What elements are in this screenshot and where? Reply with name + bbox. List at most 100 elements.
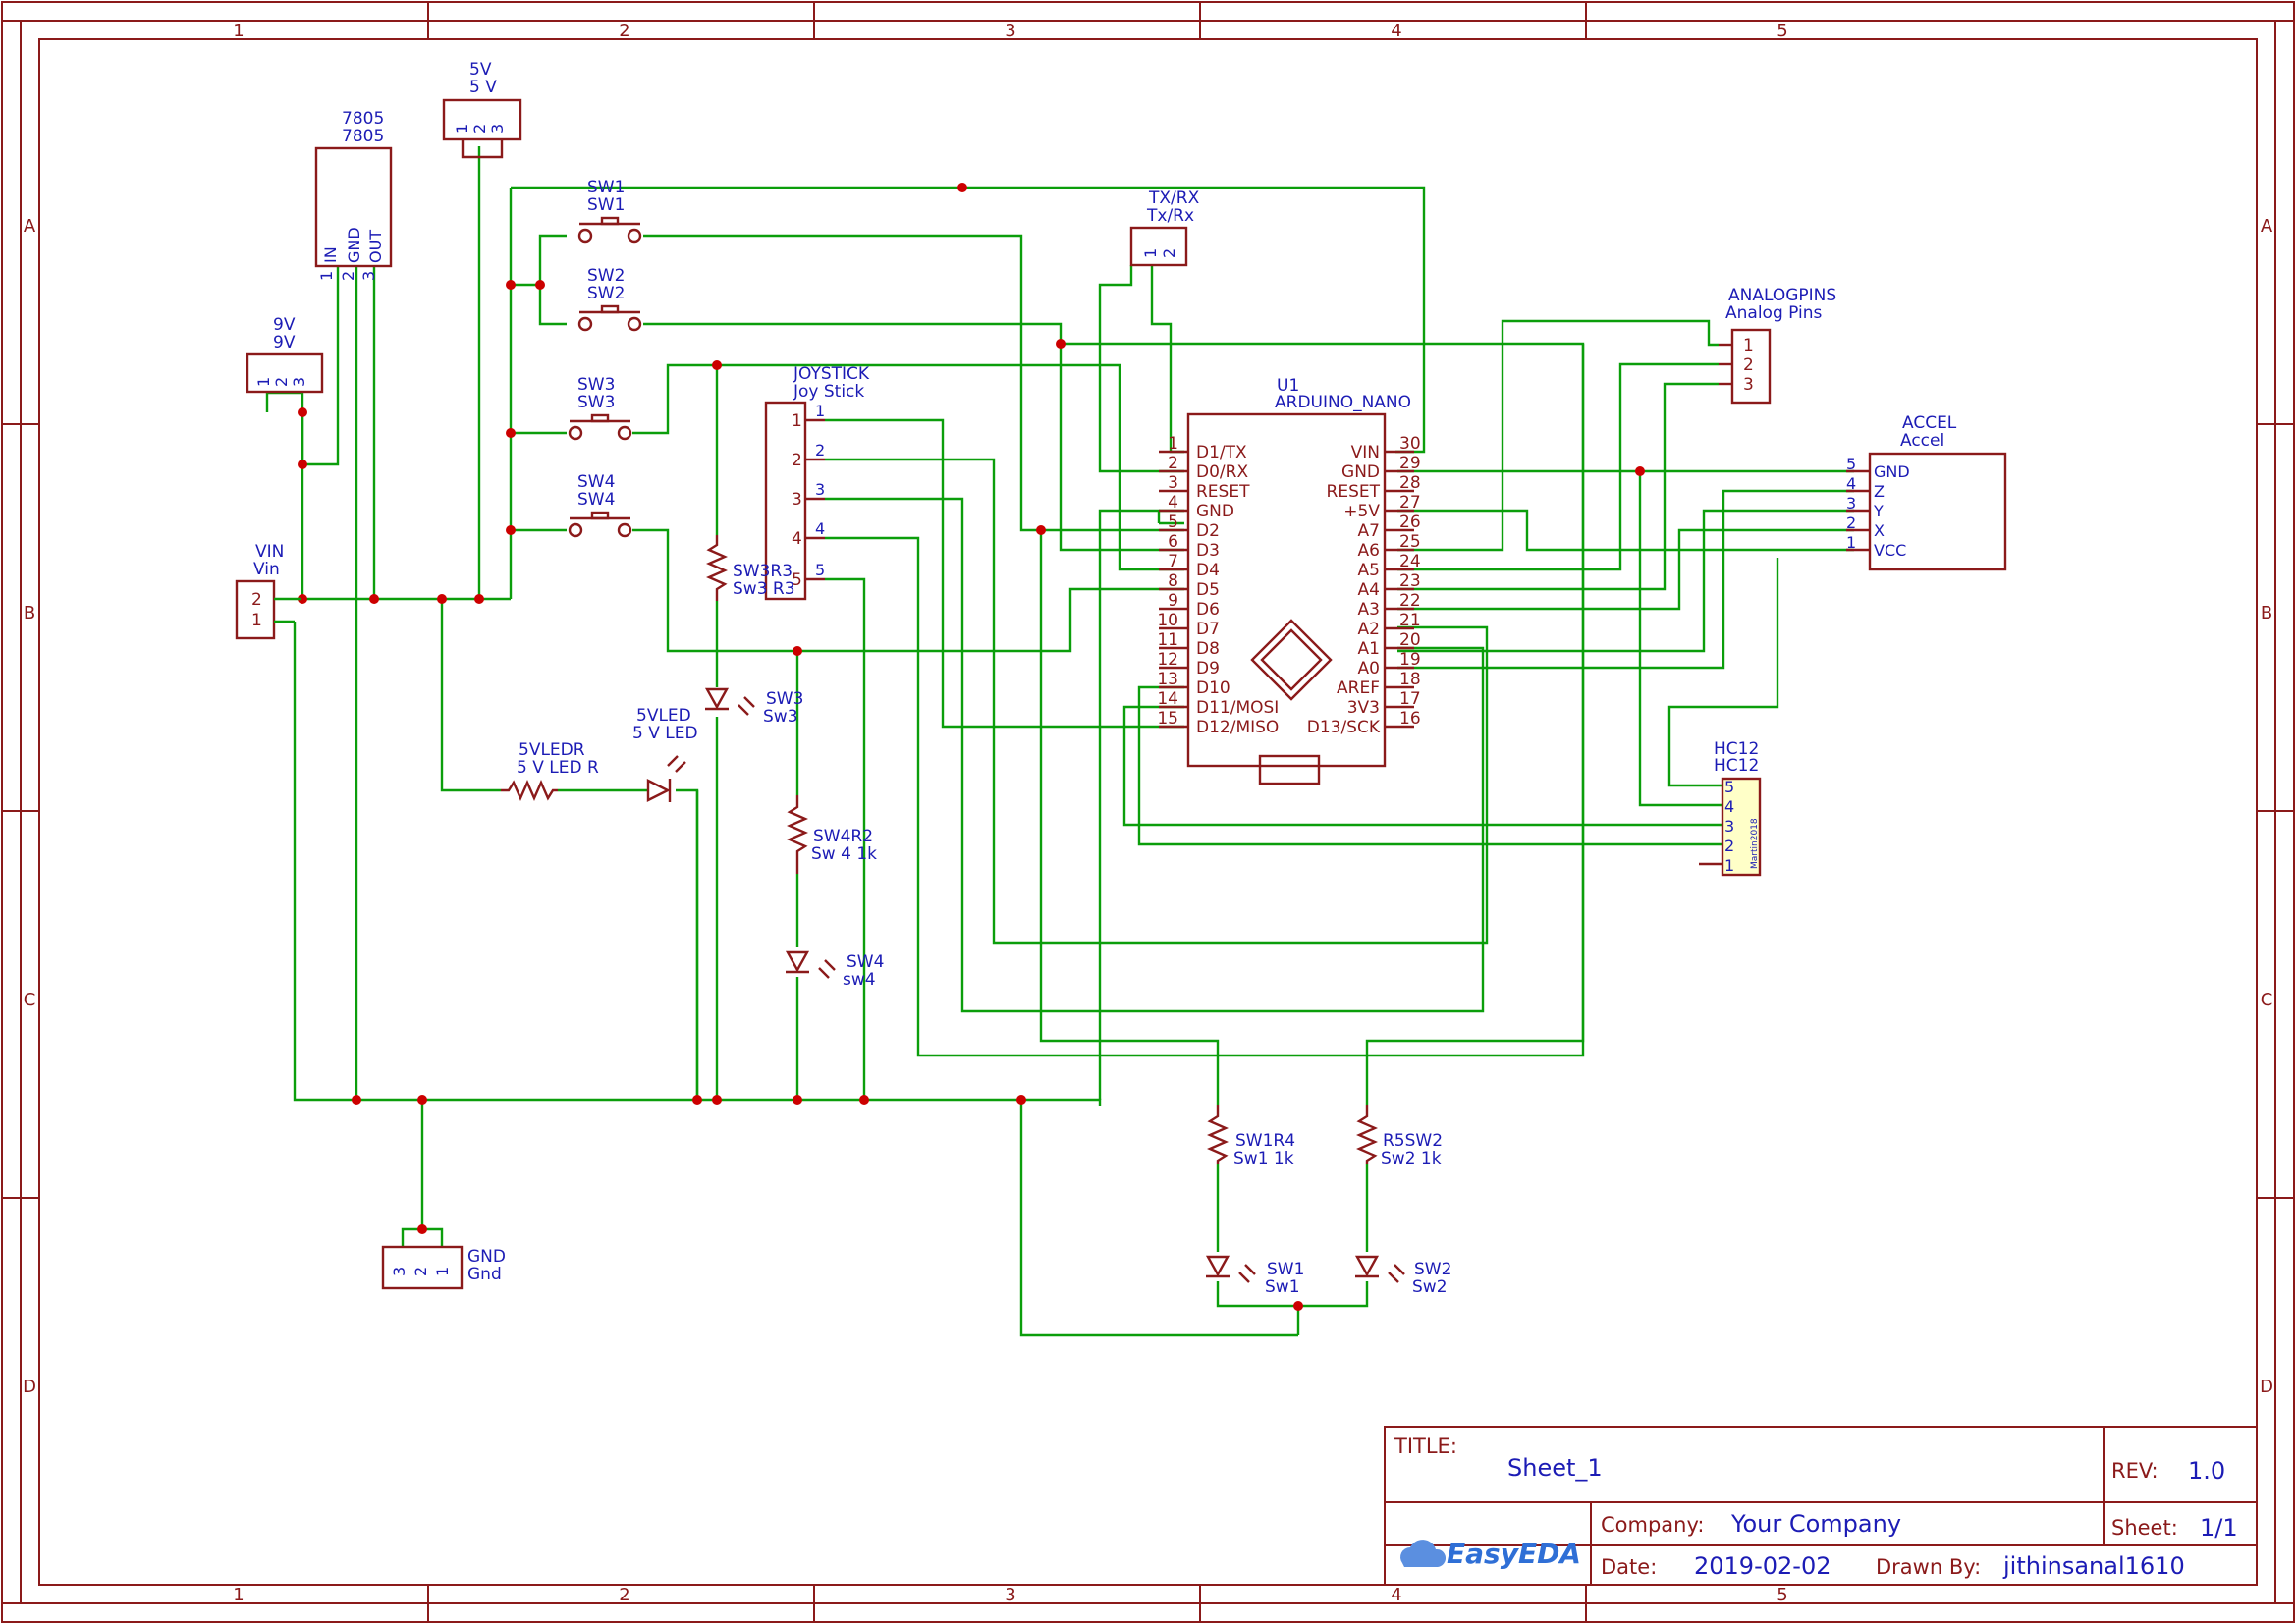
- r4-ref: SW1R4: [1235, 1131, 1295, 1151]
- wires: [265, 146, 1854, 1337]
- led-sw3-value: Sw3: [763, 707, 798, 727]
- p5v-pin: 1: [453, 124, 471, 134]
- analog-pin: 1: [1743, 336, 1754, 355]
- led-5v[interactable]: 5VLED 5 V LED: [632, 706, 698, 802]
- col-label: 5: [1777, 21, 1787, 41]
- p9v-ref: 9V: [273, 315, 296, 335]
- nano-pin-name: D6: [1196, 600, 1220, 620]
- hc12-pin: 1: [1724, 856, 1734, 875]
- p5v-value: 5 V: [469, 78, 497, 97]
- resistor-sw3r3[interactable]: SW3R3 Sw3 R3: [706, 535, 795, 601]
- txrx-ref: TX/RX: [1148, 189, 1200, 208]
- led-sw4[interactable]: SW4 sw4: [785, 950, 884, 990]
- connector-gnd[interactable]: GND Gnd 3 2 1: [381, 1245, 506, 1290]
- hc12-pin: 2: [1724, 837, 1734, 855]
- switch-sw2[interactable]: SW2 SW2: [577, 266, 642, 332]
- nano-pin-name: D2: [1196, 521, 1220, 541]
- sw4-value: SW4: [577, 490, 615, 510]
- joystick-header[interactable]: JOYSTICK Joy Stick 1 2 3 4 5 1 2 3 4 5: [764, 364, 870, 601]
- nano-pin-num: 26: [1399, 513, 1421, 532]
- hc12-value: HC12: [1714, 756, 1759, 776]
- row-label: C: [24, 990, 36, 1010]
- p5v-ref: 5V: [469, 60, 492, 80]
- date-value: 2019-02-02: [1694, 1552, 1831, 1580]
- nano-pin-num: 13: [1157, 670, 1178, 689]
- accel-value: Accel: [1900, 431, 1944, 451]
- joy-pin: 3: [792, 490, 802, 510]
- connector-txrx[interactable]: TX/RX Tx/Rx 1 2: [1129, 189, 1200, 267]
- col-label: 4: [1391, 1585, 1401, 1605]
- nano-pin-num: 8: [1168, 571, 1178, 591]
- rev-value: 1.0: [2188, 1457, 2225, 1485]
- accelerometer[interactable]: ACCEL Accel 5 4 3 2 1 GND Z Y X VCC: [1846, 413, 2007, 571]
- accel-pin-name: X: [1874, 521, 1885, 540]
- easyeda-logo-text: EasyEDA: [1447, 1538, 1581, 1570]
- led-sw1-value: Sw1: [1265, 1277, 1300, 1297]
- nano-pin-name: D12/MISO: [1196, 718, 1279, 737]
- connector-vin[interactable]: VIN Vin 2 1: [235, 542, 301, 640]
- nano-pin-num: 20: [1399, 630, 1421, 650]
- hc12-module[interactable]: HC12 HC12 5 4 3 2 1 Martin2018: [1699, 739, 1762, 877]
- connector-analog-pins[interactable]: ANALOGPINS Analog Pins 1 2 3: [1719, 286, 1836, 405]
- regulator-7805[interactable]: 7805 7805 IN GND OUT 1 2 3: [314, 109, 393, 281]
- sw4-ref: SW4: [577, 472, 615, 492]
- nano-pin-num: 29: [1399, 454, 1421, 473]
- led-sw1-ref: SW1: [1267, 1260, 1304, 1279]
- switch-sw3[interactable]: SW3 SW3: [568, 375, 632, 441]
- nano-pin-num: 11: [1157, 630, 1178, 650]
- nano-pin-name: VIN: [1351, 443, 1380, 462]
- resistor-sw4r2[interactable]: SW4R2 Sw 4 1k: [787, 795, 877, 874]
- sheet-value: 1/1: [2200, 1514, 2238, 1542]
- connector-9v[interactable]: 9V 9V 1 2 3: [246, 315, 324, 394]
- led-sw3[interactable]: SW3 Sw3: [704, 687, 803, 727]
- col-label: 2: [619, 21, 629, 41]
- nano-pin-num: 19: [1399, 650, 1421, 670]
- switch-sw4[interactable]: SW4 SW4: [568, 472, 632, 538]
- hc12-pin: 5: [1724, 778, 1734, 796]
- reg-pin-num: 2: [339, 271, 357, 281]
- reg-ref: 7805: [342, 109, 384, 129]
- easyeda-logo: EasyEDA: [1400, 1538, 1581, 1570]
- nano-pin-num: 23: [1399, 571, 1421, 591]
- led-sw2[interactable]: SW2 Sw2: [1354, 1255, 1451, 1297]
- gnd-pin: 3: [390, 1267, 409, 1276]
- nano-pin-name: D11/MOSI: [1196, 698, 1279, 718]
- row-label: A: [24, 216, 36, 237]
- nano-pin-name: D4: [1196, 561, 1220, 580]
- gnd-pin: 1: [433, 1267, 452, 1276]
- joy-pin: 2: [792, 451, 802, 470]
- nano-pin-name: GND: [1196, 502, 1234, 521]
- nano-pin-name: A2: [1358, 620, 1380, 639]
- resistor-5vledr[interactable]: 5VLEDR 5 V LED R: [501, 740, 599, 801]
- led-sw1[interactable]: SW1 Sw1: [1205, 1255, 1304, 1297]
- nano-pin-num: 4: [1168, 493, 1178, 513]
- switch-sw1[interactable]: SW1 SW1: [577, 178, 642, 244]
- nano-pin-name: RESET: [1196, 482, 1250, 502]
- led-sw2-value: Sw2: [1412, 1277, 1448, 1297]
- nano-pin-name: A0: [1358, 659, 1380, 678]
- nano-pin-name: A5: [1358, 561, 1380, 580]
- analog-ref: ANALOGPINS: [1728, 286, 1836, 305]
- nano-pin-num: 18: [1399, 670, 1421, 689]
- nano-pin-name: D1/TX: [1196, 443, 1247, 462]
- reg-pin-name: IN: [321, 246, 340, 263]
- joy-pin: 1: [792, 411, 802, 431]
- accel-ref: ACCEL: [1902, 413, 1957, 433]
- nano-pin-name: D0/RX: [1196, 462, 1248, 482]
- company-label: Company:: [1601, 1513, 1704, 1537]
- hc12-ref: HC12: [1714, 739, 1759, 759]
- nano-pin-name: 3V3: [1347, 698, 1380, 718]
- nano-pin-name: D8: [1196, 639, 1220, 659]
- resistor-sw1r4[interactable]: SW1R4 Sw1 1k: [1207, 1105, 1295, 1168]
- connector-5v[interactable]: 5V 5 V 1 2 3: [442, 60, 522, 159]
- p9v-pin: 3: [290, 377, 308, 387]
- nano-pin-num: 6: [1168, 532, 1178, 552]
- gnd-ref: GND: [467, 1247, 506, 1267]
- col-label: 2: [619, 1585, 629, 1605]
- sw3-value: SW3: [577, 393, 615, 412]
- nano-pin-name: A4: [1358, 580, 1380, 600]
- resistor-r5sw2[interactable]: R5SW2 Sw2 1k: [1356, 1105, 1443, 1168]
- row-label: A: [2261, 216, 2273, 237]
- sw2-ref: SW2: [587, 266, 625, 286]
